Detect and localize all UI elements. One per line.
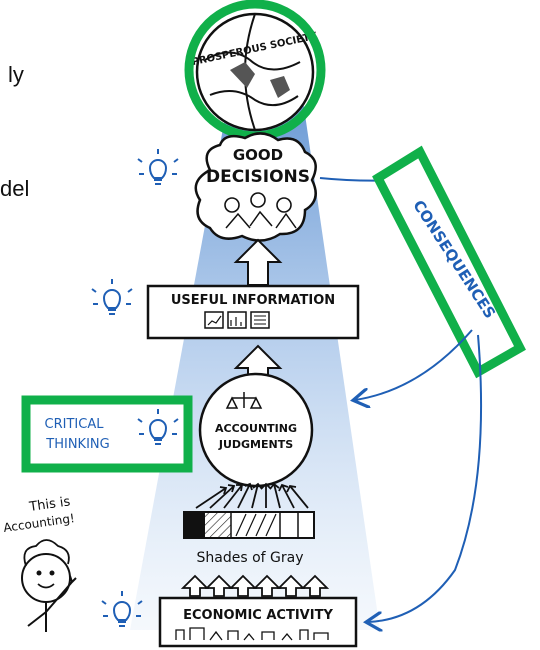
economic-activity-label: ECONOMIC ACTIVITY (183, 608, 333, 623)
activity-up-arrows (180, 574, 330, 597)
critical-label: CRITICAL (45, 417, 105, 432)
judgments-line2: JUDGMENTS (218, 438, 293, 451)
this-is-label: This is (27, 494, 71, 515)
accounting-exclaim-label: Accounting! (2, 511, 75, 535)
economic-activity-box: ECONOMIC ACTIVITY (158, 596, 358, 648)
prosperous-society-globe: PROSPEROUS SOCIETY (191, 12, 319, 132)
left-text-fragment-2: del (0, 176, 30, 201)
shades-of-gray-label: Shades of Gray (197, 550, 304, 566)
consequences-to-activity-arrow (368, 334, 483, 622)
lightbulb-icon-3 (137, 409, 179, 445)
decisions-label: DECISIONS (206, 167, 310, 187)
useful-information-box: USEFUL INFORMATION (146, 284, 360, 340)
this-is-accounting-figure: This is Accounting! (2, 494, 77, 632)
consequences-to-judgments-arrow (355, 329, 473, 400)
left-text-fragment-1: ly (8, 62, 24, 87)
lightbulb-icon-2 (91, 279, 133, 315)
lightbulb-icon-4 (101, 591, 143, 627)
lightbulb-icon-1 (137, 149, 179, 185)
accounting-judgments-circle: ACCOUNTING JUDGMENTS (198, 372, 314, 488)
consequences-box: CONSEQUENCES (372, 145, 526, 379)
shades-of-gray-bar: Shades of Gray (183, 511, 315, 566)
thinking-label: THINKING (45, 437, 109, 452)
good-label: GOOD (233, 146, 283, 164)
convergence-arrows (195, 482, 309, 509)
good-decisions-cloud: GOOD DECISIONS (194, 132, 317, 242)
up-arrow-1 (233, 238, 283, 286)
judgments-line1: ACCOUNTING (215, 422, 297, 435)
useful-information-label: USEFUL INFORMATION (171, 293, 335, 308)
